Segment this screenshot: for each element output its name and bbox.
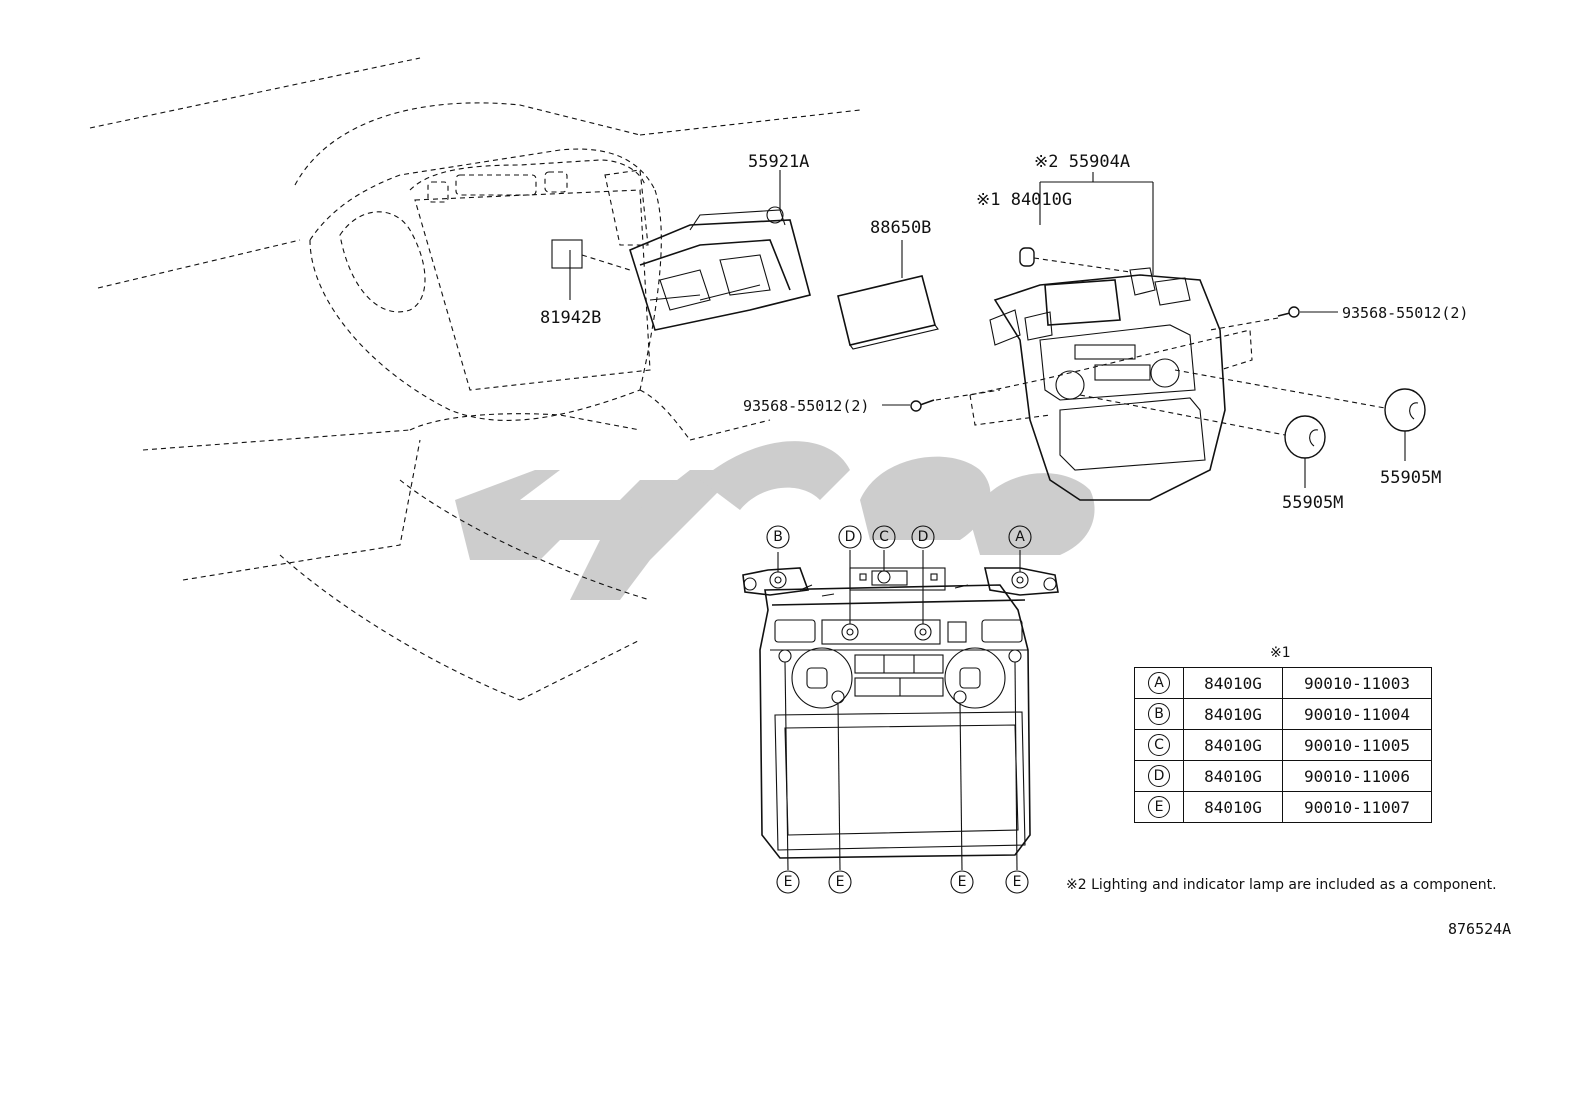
- row-key: A: [1148, 672, 1170, 694]
- svg-text:E: E: [784, 874, 793, 890]
- row-key: B: [1148, 703, 1170, 725]
- table-row: C 84010G 90010-11005: [1134, 729, 1432, 761]
- row-number: 90010-11005: [1282, 729, 1432, 761]
- svg-text:D: D: [918, 529, 929, 545]
- callout-93568-right: 93568-55012(2): [1342, 304, 1468, 322]
- row-number: 90010-11004: [1282, 698, 1432, 730]
- control-assembly-55904A: [989, 267, 1226, 501]
- knob-55905M-b: [1384, 388, 1426, 432]
- bracket-55921A: [629, 206, 811, 331]
- svg-text:A: A: [1015, 529, 1025, 545]
- mount-letter-b-top: B: [766, 525, 790, 549]
- table-note: ※1: [1270, 645, 1291, 661]
- table-row: A 84010G 90010-11003: [1134, 667, 1432, 699]
- row-key: D: [1148, 765, 1170, 787]
- mount-letter-e-bottom-4: E: [1005, 870, 1029, 894]
- front-view-panel: [742, 550, 1059, 871]
- svg-text:E: E: [958, 874, 967, 890]
- callout-55921A: 55921A: [748, 152, 809, 172]
- row-part: 84010G: [1183, 698, 1283, 730]
- knob-55905M-a: [1284, 415, 1326, 459]
- screw-93568-left: [910, 399, 935, 412]
- mount-letter-e-bottom-3: E: [950, 870, 974, 894]
- table-row: D 84010G 90010-11006: [1134, 760, 1432, 792]
- leader-lines: [569, 170, 1406, 488]
- row-key: E: [1148, 796, 1170, 818]
- row-part: 84010G: [1183, 791, 1283, 823]
- callout-55905M-a: 55905M: [1282, 493, 1343, 513]
- svg-text:D: D: [845, 529, 856, 545]
- mount-letter-c-top: C: [872, 525, 896, 549]
- mount-letter-d-top-left: D: [838, 525, 862, 549]
- row-number: 90010-11006: [1282, 760, 1432, 792]
- parts-table: A 84010G 90010-11003 B 84010G 90010-1100…: [1134, 667, 1432, 823]
- screw-93568-right: [1277, 306, 1300, 318]
- svg-text:E: E: [1013, 874, 1022, 890]
- svg-text:B: B: [773, 529, 783, 545]
- row-number: 90010-11007: [1282, 791, 1432, 823]
- svg-text:C: C: [879, 529, 889, 545]
- callout-81942B: 81942B: [540, 308, 601, 328]
- mount-letter-a-top: A: [1008, 525, 1032, 549]
- row-key: C: [1148, 734, 1170, 756]
- row-part: 84010G: [1183, 667, 1283, 699]
- row-part: 84010G: [1183, 760, 1283, 792]
- callout-55904A: ※2 55904A: [1034, 152, 1130, 172]
- watermark-logo: [455, 441, 1095, 600]
- callout-55905M-b: 55905M: [1380, 468, 1441, 488]
- panel-88650B: [837, 275, 939, 350]
- table-row: B 84010G 90010-11004: [1134, 698, 1432, 730]
- mount-letter-d-top-right: D: [911, 525, 935, 549]
- callout-93568-left: 93568-55012(2): [743, 397, 869, 415]
- table-row: E 84010G 90010-11007: [1134, 791, 1432, 823]
- bulb-84010G: [1019, 247, 1035, 267]
- dashboard-outline: [89, 57, 861, 701]
- footnote: ※2 Lighting and indicator lamp are inclu…: [1066, 877, 1497, 893]
- callout-88650B: 88650B: [870, 218, 931, 238]
- diagram-id: 876524A: [1448, 920, 1512, 938]
- row-part: 84010G: [1183, 729, 1283, 761]
- svg-text:E: E: [836, 874, 845, 890]
- mount-letter-e-bottom-1: E: [776, 870, 800, 894]
- row-number: 90010-11003: [1282, 667, 1432, 699]
- mount-letter-e-bottom-2: E: [828, 870, 852, 894]
- callout-84010G: ※1 84010G: [976, 190, 1072, 210]
